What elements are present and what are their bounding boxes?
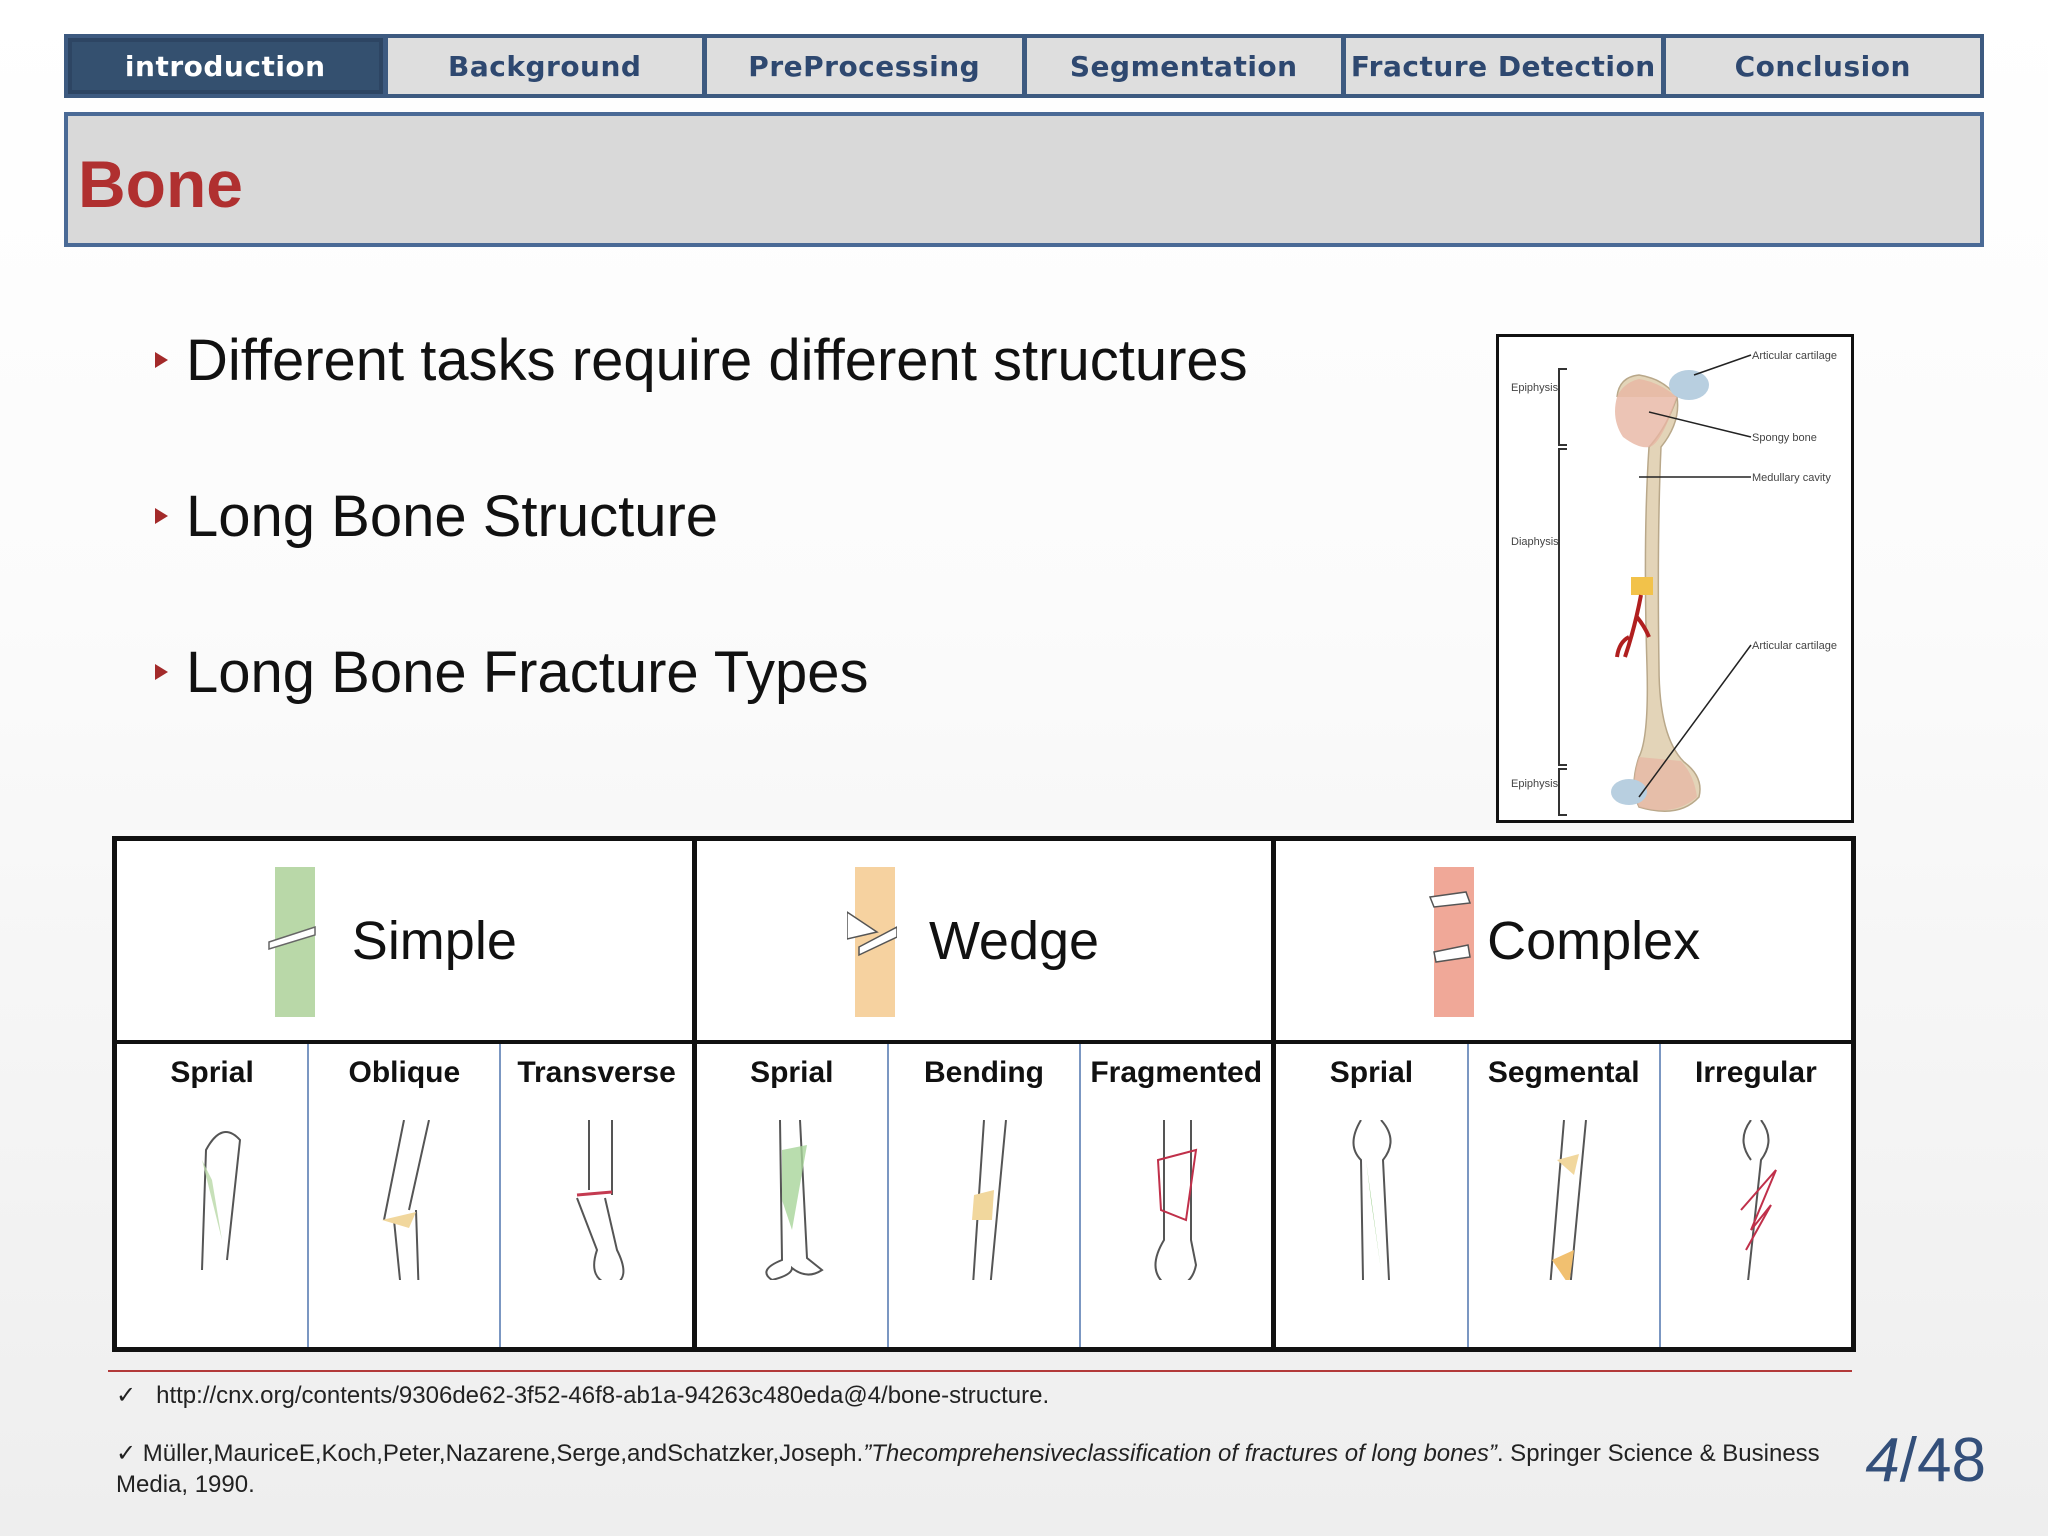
group-header: Simple [117,841,692,1044]
page-total: /48 [1899,1426,1986,1495]
label-diaphysis: Diaphysis [1511,536,1559,548]
wedge-fracture-icon [846,867,897,1017]
tab-conclusion[interactable]: Conclusion [1665,38,1980,94]
subtype-row: Sprial Segmental Irregular [1276,1044,1851,1347]
subtype-cell: Fragmented [1079,1044,1271,1347]
long-bone-illustration [1558,354,1752,816]
tab-introduction[interactable]: introduction [68,38,383,94]
subtype-name: Oblique [348,1056,461,1089]
bullet-text: Long Bone Fracture Types [186,639,869,705]
tab-preprocessing[interactable]: PreProcessing [707,38,1022,94]
transverse-fracture-icon [575,1120,624,1280]
bullet-item: Long Bone Structure [155,484,1248,549]
subtype-name: Irregular [1695,1056,1817,1089]
label-medullary-cavity: Medullary cavity [1752,472,1831,484]
subtype-name: Sprial [170,1056,254,1089]
subtype-name: Fragmented [1090,1056,1263,1089]
complex-spiral-fracture-icon [1352,1120,1392,1280]
reference-2-title: ”Thecomprehensiveclassification of fract… [863,1440,1497,1467]
wedge-spiral-fracture-icon [765,1120,824,1280]
subtype-row: Sprial Bending Fragmented [697,1044,1272,1347]
subtype-name: Sprial [1329,1056,1414,1089]
bullet-arrow-icon [155,352,168,368]
subtype-name: Transverse [517,1056,676,1089]
bullet-item: Different tasks require different struct… [155,328,1248,393]
label-articular-cartilage-top: Articular cartilage [1752,350,1837,362]
group-name: Wedge [928,910,1100,971]
bullet-item: Long Bone Fracture Types [155,640,1248,705]
oblique-fracture-icon [382,1120,431,1280]
slide-title-bar: Bone [64,112,1984,247]
fracture-group-simple: Simple Sprial Oblique Transverse [117,841,692,1347]
page-number: 4/48 [1865,1425,1986,1496]
subtype-row: Sprial Oblique Transverse [117,1044,692,1347]
check-icon: ✓ [116,1382,137,1409]
footer-divider [108,1370,1852,1372]
segmental-fracture-icon [1549,1120,1587,1280]
reference-1-url[interactable]: http://cnx.org/contents/9306de62-3f52-46… [156,1382,1050,1409]
bending-fracture-icon [972,1120,1007,1280]
fracture-types-table: Simple Sprial Oblique Transverse [112,836,1856,1352]
group-name: Simple [351,910,517,971]
bullet-arrow-icon [155,664,168,680]
bullet-arrow-icon [155,508,168,524]
tab-segmentation[interactable]: Segmentation [1026,38,1341,94]
subtype-name: Sprial [750,1056,834,1089]
subtype-cell: Sprial [117,1044,307,1347]
label-articular-cartilage-bottom: Articular cartilage [1752,640,1837,652]
reference-1: ✓ http://cnx.org/contents/9306de62-3f52-… [116,1380,1049,1411]
tab-fracture-detection[interactable]: Fracture Detection [1346,38,1661,94]
page-current: 4 [1865,1426,1900,1495]
bullet-list: Different tasks require different struct… [155,328,1248,798]
long-bone-diagram: Articular cartilage Spongy bone Medullar… [1496,334,1854,823]
subtype-cell: Sprial [697,1044,887,1347]
subtype-cell: Oblique [307,1044,499,1347]
subtype-cell: Bending [886,1044,1079,1347]
bullet-text: Different tasks require different struct… [186,327,1248,393]
group-name: Complex [1487,910,1701,971]
spiral-fracture-icon [201,1131,242,1271]
subtype-cell: Sprial [1276,1044,1466,1347]
reference-2-publisher: . Springer Science & Business Media, 199… [116,1440,1820,1498]
bullet-text: Long Bone Structure [186,483,719,549]
fragmented-fracture-icon [1154,1120,1198,1280]
subtype-cell: Transverse [499,1044,691,1347]
subtype-name: Bending [924,1056,1044,1089]
subtype-name: Segmental [1487,1056,1640,1089]
section-nav: introduction Background PreProcessing Se… [64,34,1984,98]
fracture-group-complex: Complex Sprial Segmental Irregular [1271,841,1852,1347]
tab-background[interactable]: Background [387,38,702,94]
group-header: Complex [1276,841,1852,1044]
label-epiphysis-bottom: Epiphysis [1511,778,1559,790]
group-header: Wedge [696,841,1272,1044]
irregular-fracture-icon [1740,1120,1777,1280]
simple-fracture-icon [268,867,316,1017]
label-epiphysis-top: Epiphysis [1511,382,1559,394]
long-bone-labels: Articular cartilage Spongy bone Medullar… [1511,350,1837,790]
subtype-cell: Segmental [1466,1044,1659,1347]
subtype-cell: Irregular [1658,1044,1851,1347]
label-spongy-bone: Spongy bone [1752,432,1817,444]
slide-title: Bone [78,147,243,221]
reference-2: ✓ Müller,MauriceE,Koch,Peter,Nazarene,Se… [116,1438,1836,1500]
fracture-group-wedge: Wedge Sprial Bending Fragmented [691,841,1272,1347]
reference-2-authors: Müller,MauriceE,Koch,Peter,Nazarene,Serg… [142,1440,864,1467]
complex-fracture-icon [1429,867,1475,1017]
check-icon: ✓ [116,1440,137,1467]
